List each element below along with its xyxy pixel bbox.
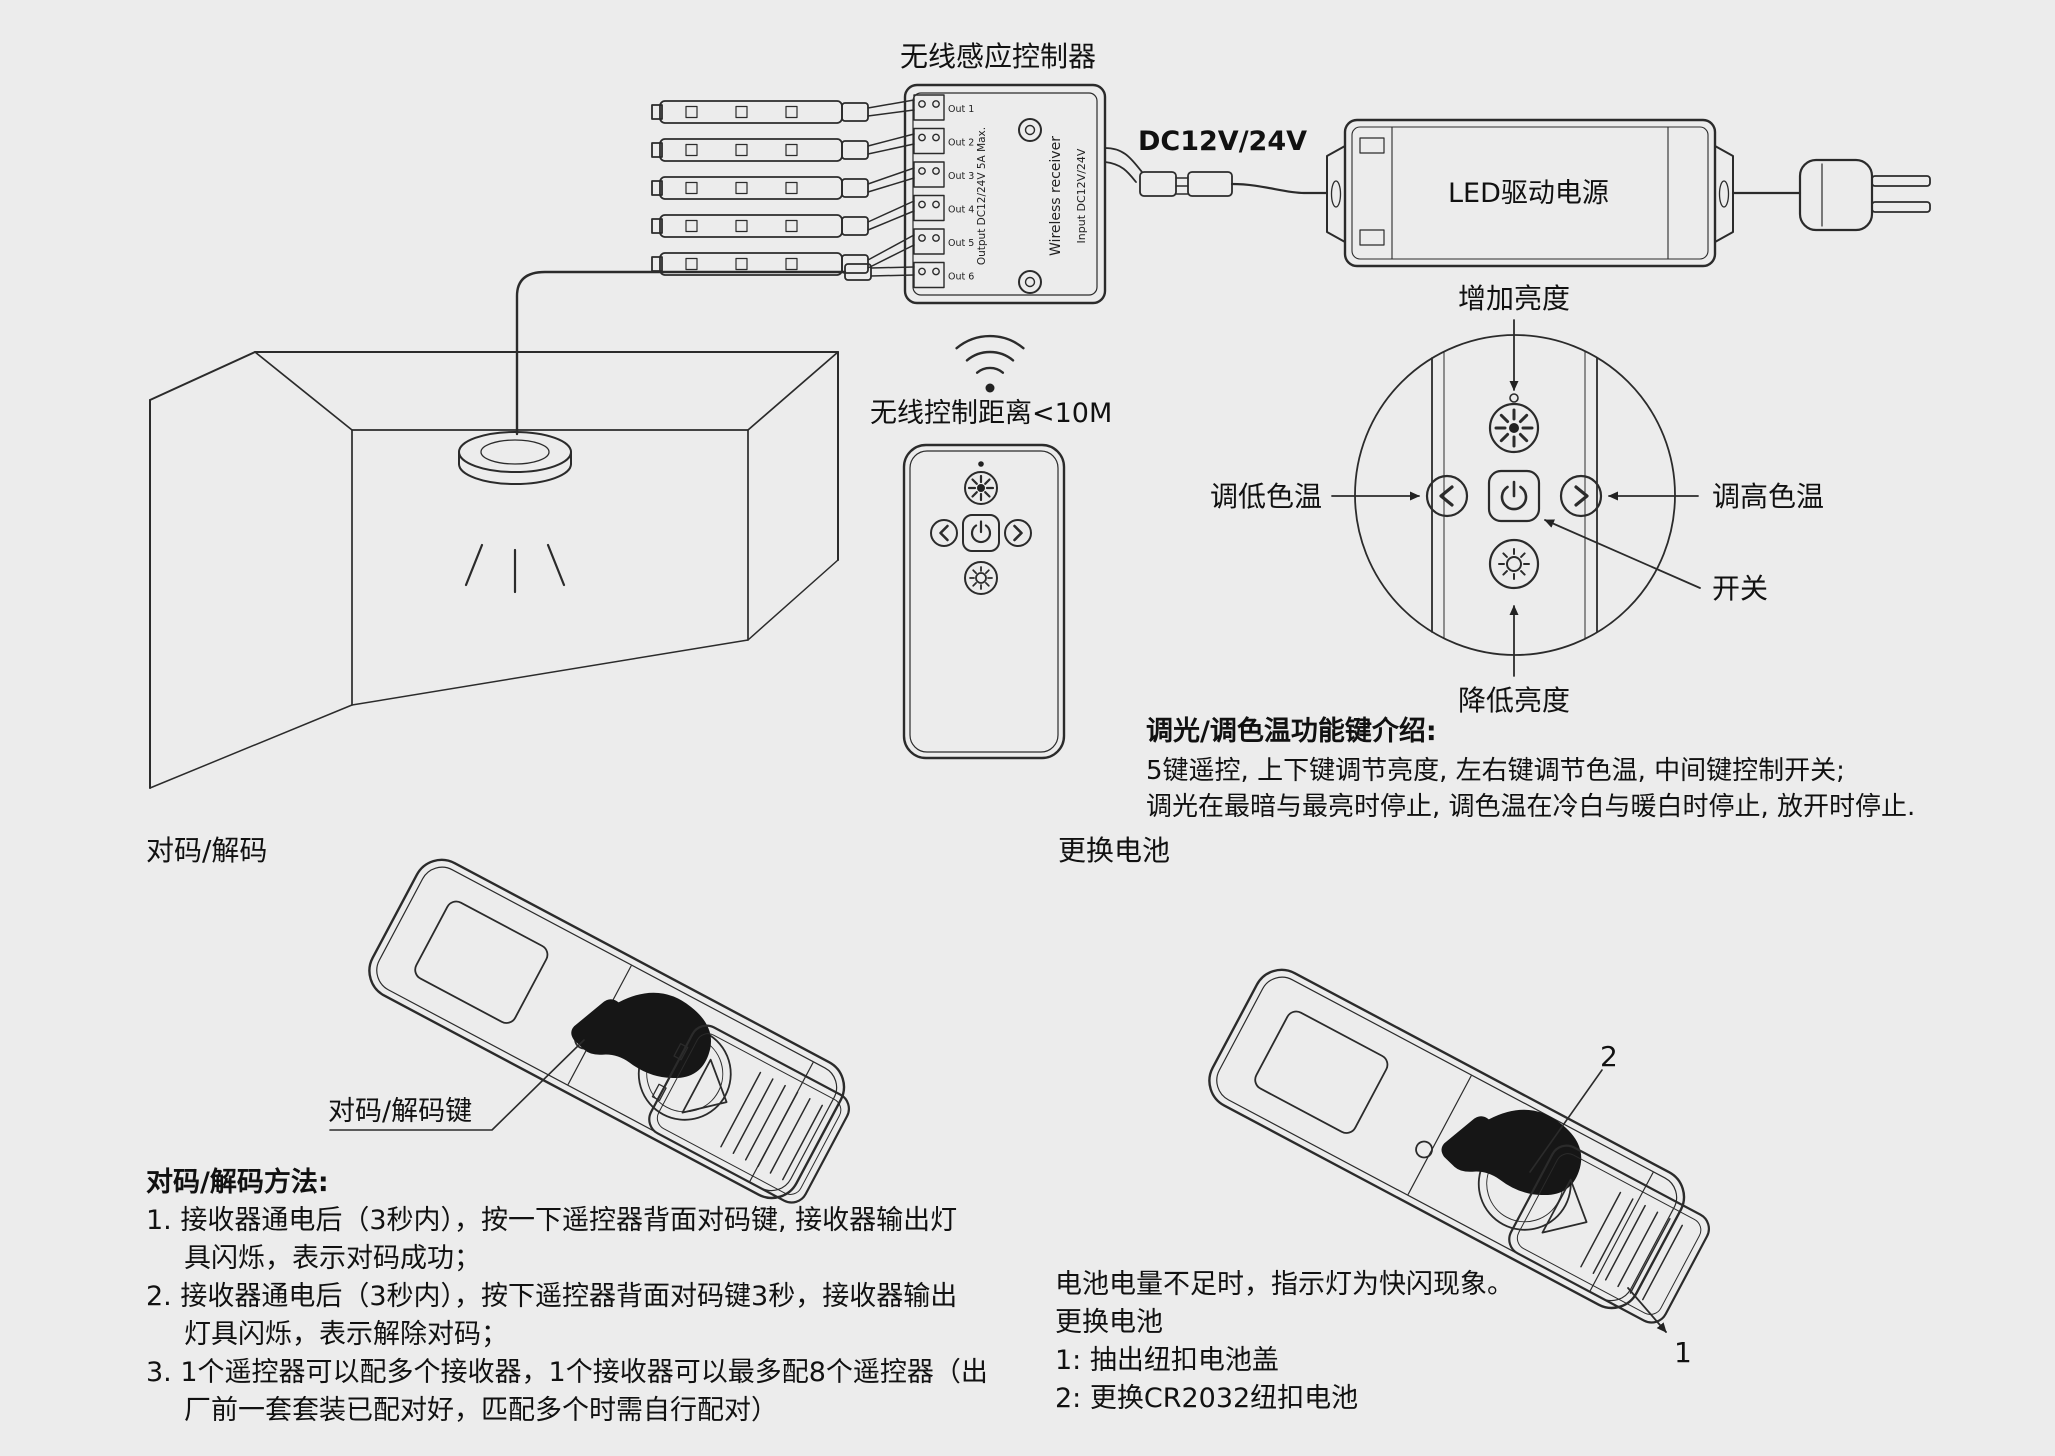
pairing-title: 对码/解码 [146, 834, 268, 867]
dc-voltage-label: DC12V/24V [1138, 126, 1308, 157]
receiver-output-label: Output DC12/24V 5A Max. [976, 127, 988, 265]
pairing-key-label: 对码/解码键 [328, 1096, 473, 1127]
function-intro-title: 调光/调色温功能键介绍: [1146, 716, 1437, 747]
pairing-line: 2. 接收器通电后（3秒内），按下遥控器背面对码键3秒，接收器输出 [146, 1281, 958, 1312]
battery-method-text: 电池电量不足时，指示灯为快闪现象。 更换电池 1: 抽出纽扣电池盖 2: 更换C… [1055, 1266, 1514, 1418]
ct-up-button [1004, 519, 1032, 547]
battery-cover [1508, 1144, 1710, 1324]
wireless-receiver: Out 1 Out 2 Out 3 Out 4 Out 5 Out 6 Outp… [903, 83, 1107, 305]
pairing-line: 灯具闪烁，表示解除对码； [184, 1319, 508, 1350]
pairing-line: 3. 1个遥控器可以配多个接收器，1个接收器可以最多配8个遥控器（出 [146, 1357, 988, 1388]
out3-label: Out 3 [948, 171, 974, 182]
out6-label: Out 6 [948, 272, 974, 283]
battery-line: 1: 抽出纽扣电池盖 [1055, 1345, 1279, 1376]
light-wire [515, 263, 915, 436]
ct-up-button-zoom [1559, 474, 1603, 518]
battery-line: 更换电池 [1055, 1307, 1163, 1338]
battery-title: 更换电池 [1058, 834, 1171, 867]
battery-step2-number: 2 [1600, 1040, 1618, 1073]
power-plug [1731, 158, 1931, 232]
brightness-up-button [964, 471, 998, 505]
receiver-input-label: Input DC12V/24V [1075, 148, 1088, 243]
ct-up-label: 调高色温 [1712, 480, 1825, 513]
receiver-name-label: Wireless receiver [1048, 136, 1064, 256]
light-rays [464, 543, 566, 594]
battery-remote [1208, 968, 1686, 1310]
callout-arrows [1331, 319, 1701, 677]
brightness-up-button-zoom [1488, 402, 1540, 454]
wireless-range-label: 无线控制距离<10M [870, 398, 1113, 429]
led-strips [515, 99, 915, 436]
out1-label: Out 1 [948, 104, 974, 115]
receiver-title: 无线感应控制器 [900, 40, 1097, 73]
keypad-zoom [1331, 319, 1701, 677]
function-intro-line2: 调光在最暗与最亮时停止, 调色温在冷白与暖白时停止, 放开时停止. [1146, 792, 1916, 822]
hand-icon [571, 992, 712, 1078]
pairing-key-leader [329, 1039, 585, 1131]
indicator-led-zoom [1509, 393, 1519, 403]
battery-step1-arrow [1627, 1287, 1667, 1333]
battery-line: 电池电量不足时，指示灯为快闪现象。 [1055, 1269, 1514, 1300]
pairing-method-title: 对码/解码方法: [146, 1167, 329, 1198]
hand-icon-2 [1441, 1109, 1582, 1195]
power-button [962, 514, 1000, 552]
ct-down-button-zoom [1425, 474, 1469, 518]
power-label: 开关 [1712, 572, 1769, 605]
remote-front [902, 443, 1066, 760]
ct-down-label: 调低色温 [1210, 480, 1323, 513]
pairing-line: 1. 接收器通电后（3秒内），按一下遥控器背面对码键, 接收器输出灯 [146, 1205, 958, 1236]
dc-connector [1104, 147, 1329, 197]
pairing-line: 厂前一套套装已配对好，匹配多个时需自行配对） [184, 1395, 778, 1426]
slide-arrow-icon-2 [1541, 1178, 1588, 1234]
pairing-battery-cover [648, 1024, 850, 1204]
out4-label: Out 4 [948, 205, 974, 216]
brightness-down-button [964, 561, 998, 595]
indicator-led [978, 461, 984, 467]
out5-label: Out 5 [948, 238, 974, 249]
brightness-down-label: 降低亮度 [1458, 684, 1571, 717]
battery-line: 2: 更换CR2032纽扣电池 [1055, 1383, 1359, 1414]
battery-step2-leader [1529, 1069, 1603, 1173]
battery-step1-number: 1 [1674, 1336, 1692, 1369]
puck-light [458, 431, 572, 485]
ct-down-button [930, 519, 958, 547]
brightness-down-button-zoom [1488, 538, 1540, 590]
slide-arrow-icon [681, 1058, 728, 1114]
power-button-zoom [1487, 469, 1541, 523]
pairing-line: 具闪烁，表示对码成功； [184, 1243, 481, 1274]
wifi-waves-icon [955, 334, 1025, 393]
function-intro-line1: 5键遥控, 上下键调节亮度, 左右键调节色温, 中间键控制开关; [1146, 756, 1845, 786]
out2-label: Out 2 [948, 138, 974, 149]
pairing-method-text: 对码/解码方法: 1. 接收器通电后（3秒内），按一下遥控器背面对码键, 接收器… [146, 1164, 988, 1430]
brightness-up-label: 增加亮度 [1458, 282, 1571, 315]
driver-label: LED驱动电源 [1448, 178, 1609, 209]
cabinet [149, 351, 839, 789]
